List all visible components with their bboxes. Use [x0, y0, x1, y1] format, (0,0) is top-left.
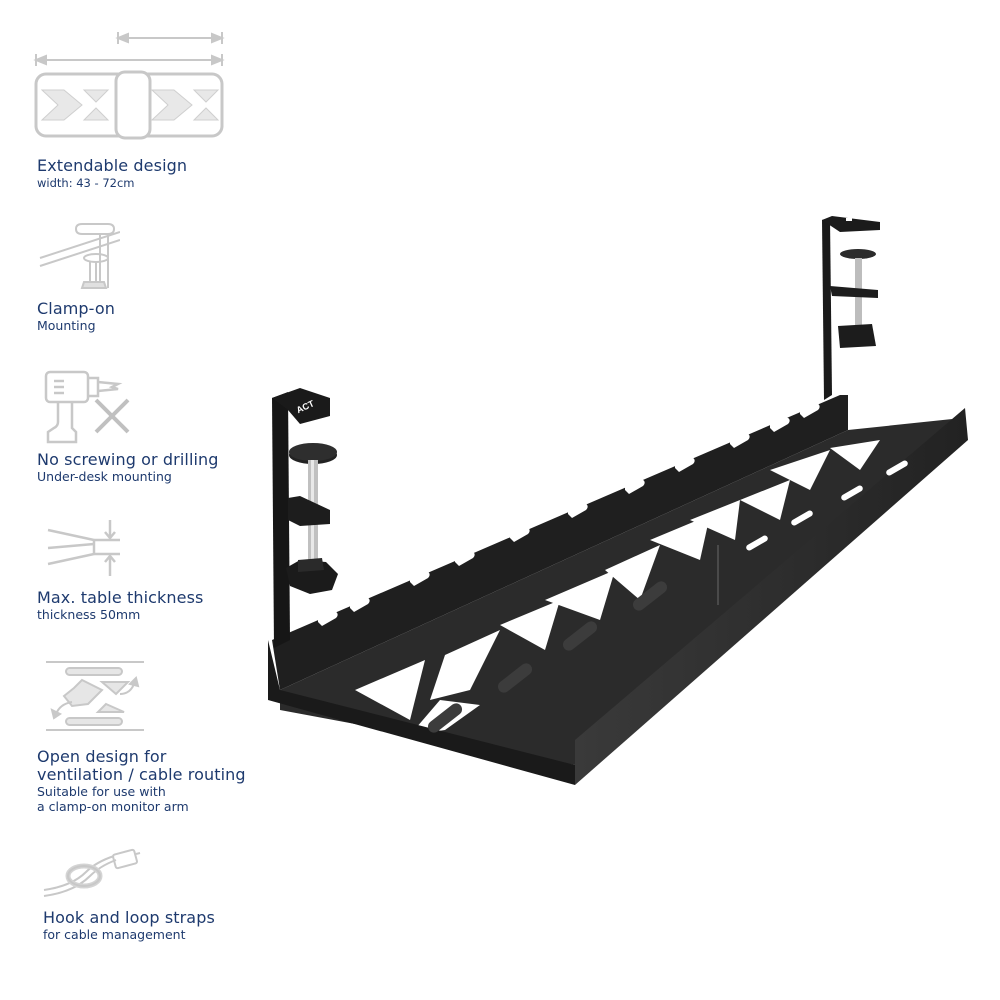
feature-subtitle: width: 43 - 72cm	[37, 176, 135, 190]
feature-title-line-1: Open design for	[37, 747, 167, 766]
extendable-width-icon	[33, 32, 225, 140]
feature-subtitle: Mounting	[37, 318, 96, 333]
desk-clamp-icon	[39, 223, 120, 289]
left-clamp-bracket: ACT	[272, 388, 338, 648]
no-drill-icon	[44, 370, 130, 444]
feature-title: Hook and loop straps	[43, 908, 215, 927]
cable-tray-product-image: ACT	[266, 216, 968, 785]
feature-subtitle-line-2: a clamp-on monitor arm	[37, 799, 189, 814]
back-wall-slots	[318, 400, 820, 626]
right-clamp-bracket	[822, 216, 880, 400]
feature-title-line-2: ventilation / cable routing	[37, 765, 246, 784]
cable-strap-icon	[43, 848, 141, 897]
open-design-icon	[46, 661, 144, 731]
feature-subtitle: thickness 50mm	[37, 607, 141, 622]
feature-title: Clamp-on	[37, 299, 115, 318]
feature-title: No screwing or drilling	[37, 450, 219, 469]
feature-title: Max. table thickness	[37, 588, 204, 607]
feature-subtitle: Under-desk mounting	[37, 469, 172, 484]
feature-subtitle-line-1: Suitable for use with	[37, 784, 166, 799]
table-thickness-icon	[47, 520, 120, 576]
floor-vent-cutouts	[355, 440, 880, 735]
tray-front-wall	[268, 408, 968, 785]
tray-back-wall	[272, 395, 848, 690]
front-wall-slots	[427, 581, 668, 733]
feature-title: Extendable design	[37, 156, 188, 175]
feature-subtitle: for cable management	[43, 927, 186, 942]
